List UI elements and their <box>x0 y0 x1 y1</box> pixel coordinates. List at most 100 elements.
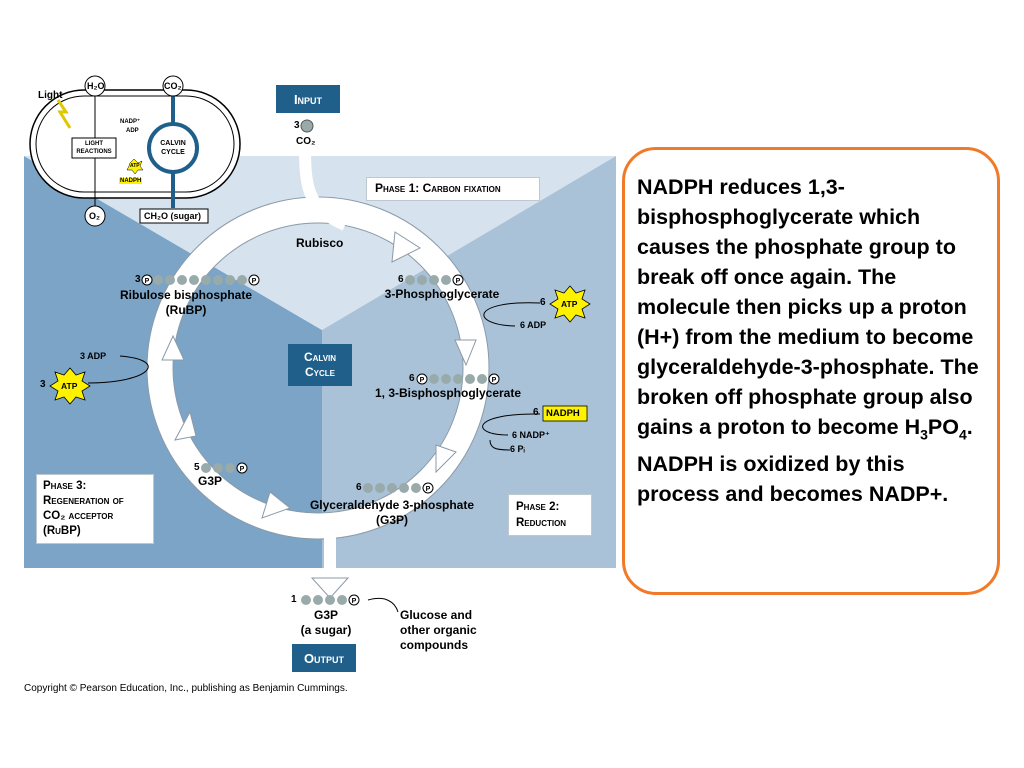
callout-text-before: NADPH reduces 1,3-bisphosphoglycerate wh… <box>637 175 979 439</box>
output-arrowhead <box>310 577 350 599</box>
inset-light-reactions-box <box>71 137 117 159</box>
formula-po-sub: 4 <box>959 426 967 443</box>
inset-o2-label: O₂ <box>89 211 100 221</box>
inset-light-reactions-label: LIGHT REACTIONS <box>76 141 112 155</box>
nadph-label: NADPH <box>546 408 580 419</box>
phase3-line4: (RuBP) <box>43 525 81 537</box>
rubisco-label: Rubisco <box>296 236 344 250</box>
inset-nadph-label: NADPH <box>119 178 143 184</box>
nadph6-count: 6 <box>533 407 539 418</box>
formula-h: H <box>904 415 921 439</box>
g3p1-chain <box>301 594 360 606</box>
glucose-arrow <box>367 597 399 613</box>
arrowhead-g3p <box>261 491 292 519</box>
inset-h2o-circle <box>84 75 106 97</box>
atp6-count: 6 <box>540 297 546 308</box>
rubp-name: Ribulose bisphosphate <box>119 288 253 302</box>
pi-arrow <box>489 439 511 451</box>
arrowhead-regen2 <box>161 334 185 361</box>
glucose-line3: compounds <box>400 638 468 652</box>
phosphate-symbol: P <box>252 278 257 285</box>
rubp-chain <box>141 274 260 286</box>
phase3-line1: Phase 3: <box>43 480 87 492</box>
calvin-line1: Calvin <box>303 350 337 364</box>
atp6-label: ATP <box>561 299 578 309</box>
g3p1-sub: (a sugar) <box>300 623 352 637</box>
inset-co2-label: CO₂ <box>164 81 182 91</box>
chloroplast-outer <box>29 89 241 199</box>
formula-po: PO <box>927 415 959 439</box>
rubp-count: 3 <box>135 274 141 285</box>
input-co2-bead <box>300 119 314 133</box>
pi6-label: 6 Pᵢ <box>510 444 525 454</box>
inset-light-label: Light <box>38 90 63 101</box>
phase1-box: Phase 1: Carbon fixation <box>366 177 540 201</box>
adp6-label: 6 ADP <box>520 320 547 330</box>
atp-arrow <box>483 302 541 327</box>
inset-atp-label: ATP <box>130 163 140 169</box>
atp3-count: 3 <box>40 379 46 390</box>
arrowhead-pga <box>454 339 477 367</box>
light-bolt <box>56 99 72 129</box>
phase3-box: Phase 3: Regeneration of CO₂ acceptor (R… <box>36 474 154 544</box>
g3p5-chain <box>201 462 248 474</box>
glucose-line1: Glucose and <box>400 608 473 622</box>
input-title-box: Input <box>276 85 340 113</box>
inset-h2o-label: H₂O <box>87 81 105 91</box>
phosphate-symbol: P <box>426 486 431 493</box>
inset-sugar-label: CH₂O (sugar) <box>144 211 202 221</box>
phase3-line3: CO₂ acceptor <box>43 510 114 522</box>
phase2-box: Phase 2: Reduction <box>508 494 592 536</box>
phosphate-symbol: P <box>456 278 461 285</box>
callout-text-after: . NADPH is oxidized by this process and … <box>637 415 973 507</box>
inset-sugar-box <box>139 208 209 224</box>
input-count: 3 <box>294 120 300 131</box>
chloroplast-inner <box>35 95 235 193</box>
formula-h-sub: 3 <box>920 426 928 443</box>
bpg-count: 6 <box>409 373 415 384</box>
phosphate-symbol: P <box>145 278 150 285</box>
atp3-label: ATP <box>61 381 78 391</box>
g3p6-name: Glyceraldehyde 3-phosphate <box>309 498 475 512</box>
phase2-line2: Reduction <box>516 517 567 529</box>
g3p1-name: G3P <box>313 608 339 622</box>
output-title-box: Output <box>292 644 356 672</box>
copyright: Copyright © Pearson Education, Inc., pub… <box>24 683 348 694</box>
bpg-name: 1, 3-Bisphosphoglycerate <box>374 386 522 400</box>
explanation-callout: NADPH reduces 1,3-bisphosphoglycerate wh… <box>622 147 1000 595</box>
rubp-abbr: (RuBP) <box>165 303 207 317</box>
phase3-line2: Regeneration of <box>43 495 124 507</box>
g3p6-chain <box>363 482 434 494</box>
inset-o2-circle <box>84 205 106 227</box>
nadp6-label: 6 NADP⁺ <box>512 430 550 440</box>
calvin-cycle-center: Calvin Cycle <box>288 344 352 386</box>
input-co2: CO₂ <box>296 136 316 147</box>
pga-name: 3-Phosphoglycerate <box>384 287 500 301</box>
atp-star-3 <box>49 367 91 405</box>
g3p5-count: 5 <box>194 462 200 473</box>
inset-calvin-cycle-label: CALVIN CYCLE <box>160 140 186 156</box>
arrowhead-bpg <box>435 444 457 474</box>
nadph-box <box>542 405 588 422</box>
inset-nadp-label: NADP⁺ <box>120 119 141 125</box>
callout-text: NADPH reduces 1,3-bisphosphoglycerate wh… <box>637 172 987 509</box>
g3p6-abbr: (G3P) <box>375 513 409 527</box>
arrowhead-rubisco <box>391 231 422 263</box>
inset-adp-label: ADP <box>126 128 139 134</box>
glucose-line2: other organic <box>400 623 477 637</box>
input-arrow <box>299 149 348 231</box>
atp-star-6 <box>549 285 591 323</box>
pga-count: 6 <box>398 274 404 285</box>
g3p1-count: 1 <box>291 594 297 605</box>
pga-chain <box>405 274 464 286</box>
arrowhead-regen1 <box>174 410 197 441</box>
phosphate-symbol: P <box>492 377 497 384</box>
g3p5-name: G3P <box>197 474 223 488</box>
phase2-line1: Phase 2: <box>516 501 560 513</box>
phosphate-symbol: P <box>240 466 245 473</box>
regen-atp-arrow <box>87 355 149 384</box>
calvin-line2: Cycle <box>304 365 335 379</box>
